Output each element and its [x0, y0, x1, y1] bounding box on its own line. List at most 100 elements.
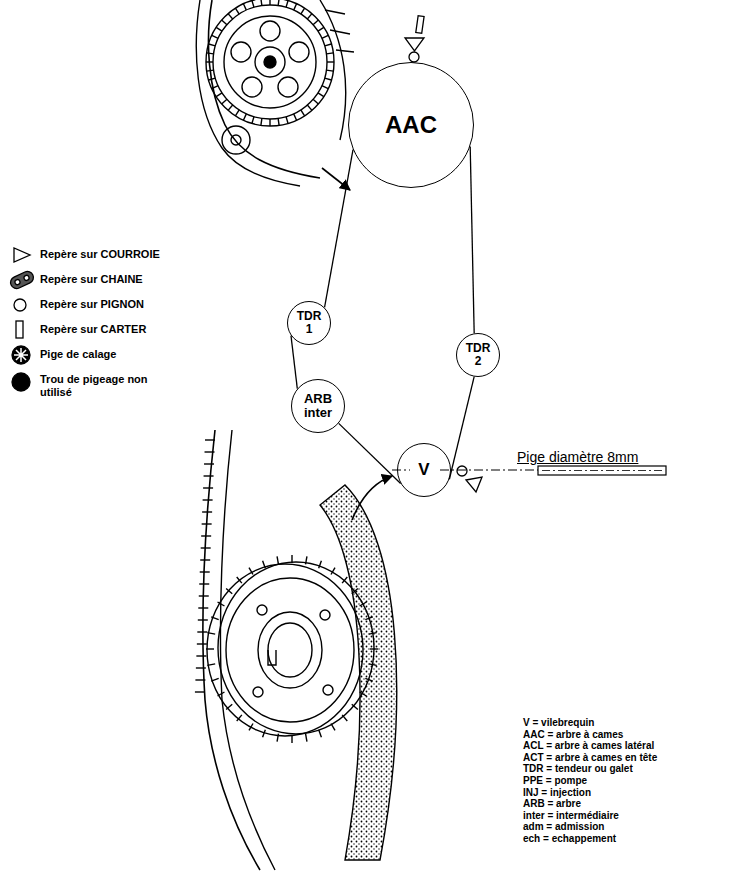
legend-text: Repère sur PIGNON [40, 298, 144, 311]
tooth-stroke [235, 110, 239, 116]
tooth-stroke [226, 589, 232, 594]
tooth-stroke [207, 664, 215, 665]
abbreviation: ARB = arbre [523, 799, 581, 809]
tooth-stroke [206, 61, 213, 62]
pulley-label: ARB inter [301, 392, 334, 421]
tooth-stroke [207, 69, 214, 71]
tooth-stroke [369, 664, 377, 665]
camshaft-pulley: AAC [348, 62, 474, 188]
belt-tooth [205, 439, 215, 440]
tooth-stroke [342, 715, 347, 721]
tooth-stroke [243, 4, 246, 10]
tooth-stroke [263, 730, 266, 738]
tooth-stroke [263, 561, 266, 569]
tooth-stroke [218, 602, 225, 606]
abbreviation: INJ = injection [523, 788, 591, 798]
pulley-label: TDR 1 [295, 310, 322, 336]
tooth-stroke [301, 110, 305, 116]
tooth-stroke [252, 117, 254, 124]
belt-run [339, 423, 401, 483]
tooth-stroke [260, 118, 262, 125]
tooth-stroke [222, 99, 227, 104]
tooth-stroke [319, 561, 322, 569]
legend-text: Trou de pigeage non utilisé [40, 373, 158, 398]
tooth-stroke [237, 577, 242, 583]
tooth-stroke [325, 44, 332, 46]
abbreviation: AAC = arbre à cames [523, 730, 623, 740]
tooth-stroke [365, 617, 373, 620]
tensioner-pulley: TDR 1 [287, 301, 331, 345]
abbreviation: V = vilebrequin [523, 718, 594, 728]
tooth-stroke [207, 52, 214, 54]
tooth-stroke [326, 69, 333, 71]
legend-text: Repère sur CHAINE [40, 273, 143, 286]
tooth-stroke [331, 723, 335, 730]
tooth-stroke [212, 35, 218, 38]
tooth-stroke [342, 577, 347, 583]
abbreviation: ech = echappement [523, 834, 616, 844]
belt-tooth [201, 547, 211, 548]
abbreviation: PPE = pompe [523, 776, 587, 786]
tooth-stroke [249, 723, 253, 730]
tooth-stroke [209, 78, 216, 80]
belt-run [291, 336, 297, 389]
tooth-stroke [222, 20, 227, 25]
belt-run [470, 147, 474, 334]
tooth-stroke [352, 704, 358, 709]
belt-tooth [196, 655, 206, 656]
tooth-stroke [252, 1, 254, 8]
belt-tooth [197, 631, 207, 632]
tooth-stroke [306, 734, 307, 742]
pulley-label: V [418, 461, 429, 480]
tooth-stroke [269, 0, 270, 5]
belt-tooth [195, 679, 205, 680]
tooth-stroke [326, 52, 333, 54]
tooth-stroke [325, 78, 332, 80]
belt-tooth [200, 559, 210, 560]
tooth-stroke [211, 617, 219, 620]
belt-tooth [196, 667, 206, 668]
legend-symbols [9, 248, 36, 391]
belt-tooth [202, 511, 212, 512]
tooth-stroke [211, 678, 219, 681]
tooth-stroke [260, 0, 262, 6]
belt-tooth [203, 487, 213, 488]
tooth-stroke [206, 648, 214, 649]
tooth-stroke [327, 61, 334, 62]
crank-sprocket-sketch [195, 430, 397, 870]
tooth-stroke [291, 735, 292, 743]
tooth-stroke [212, 86, 218, 89]
tooth-stroke [286, 117, 288, 124]
belt-tooth [202, 523, 212, 524]
belt-run [325, 150, 353, 308]
tooth-stroke [228, 14, 233, 19]
tooth-stroke [237, 715, 242, 721]
belt-tooth [199, 583, 209, 584]
tooth-stroke [207, 633, 215, 634]
tooth-stroke [235, 8, 239, 14]
tooth-stroke [286, 1, 288, 8]
abbreviation: TDR = tendeur ou galet [523, 764, 633, 774]
tooth-stroke [216, 27, 222, 31]
pige-rod [392, 466, 666, 475]
abbreviation: ACT = arbre à cames en tête [523, 753, 657, 763]
tooth-stroke [307, 105, 312, 110]
tooth-stroke [291, 555, 292, 563]
tooth-stroke [277, 118, 279, 125]
intermediate-shaft-pulley: ARB inter [291, 379, 345, 433]
belt-tooth [203, 499, 213, 500]
belt-tooth [204, 475, 214, 476]
tooth-stroke [277, 556, 278, 564]
tooth-stroke [352, 589, 358, 594]
belt-tooth [204, 463, 214, 464]
tooth-stroke [322, 35, 328, 38]
abbreviation: ACL = arbre à cames latéral [523, 741, 654, 751]
pointer-arrow [352, 476, 392, 520]
legend-text: Repère sur COURROIE [40, 248, 160, 261]
tooth-stroke [226, 704, 232, 709]
tooth-stroke [360, 602, 367, 606]
tooth-stroke [365, 678, 373, 681]
tooth-stroke [269, 119, 270, 126]
belt-tooth [200, 571, 210, 572]
tooth-stroke [313, 99, 318, 104]
